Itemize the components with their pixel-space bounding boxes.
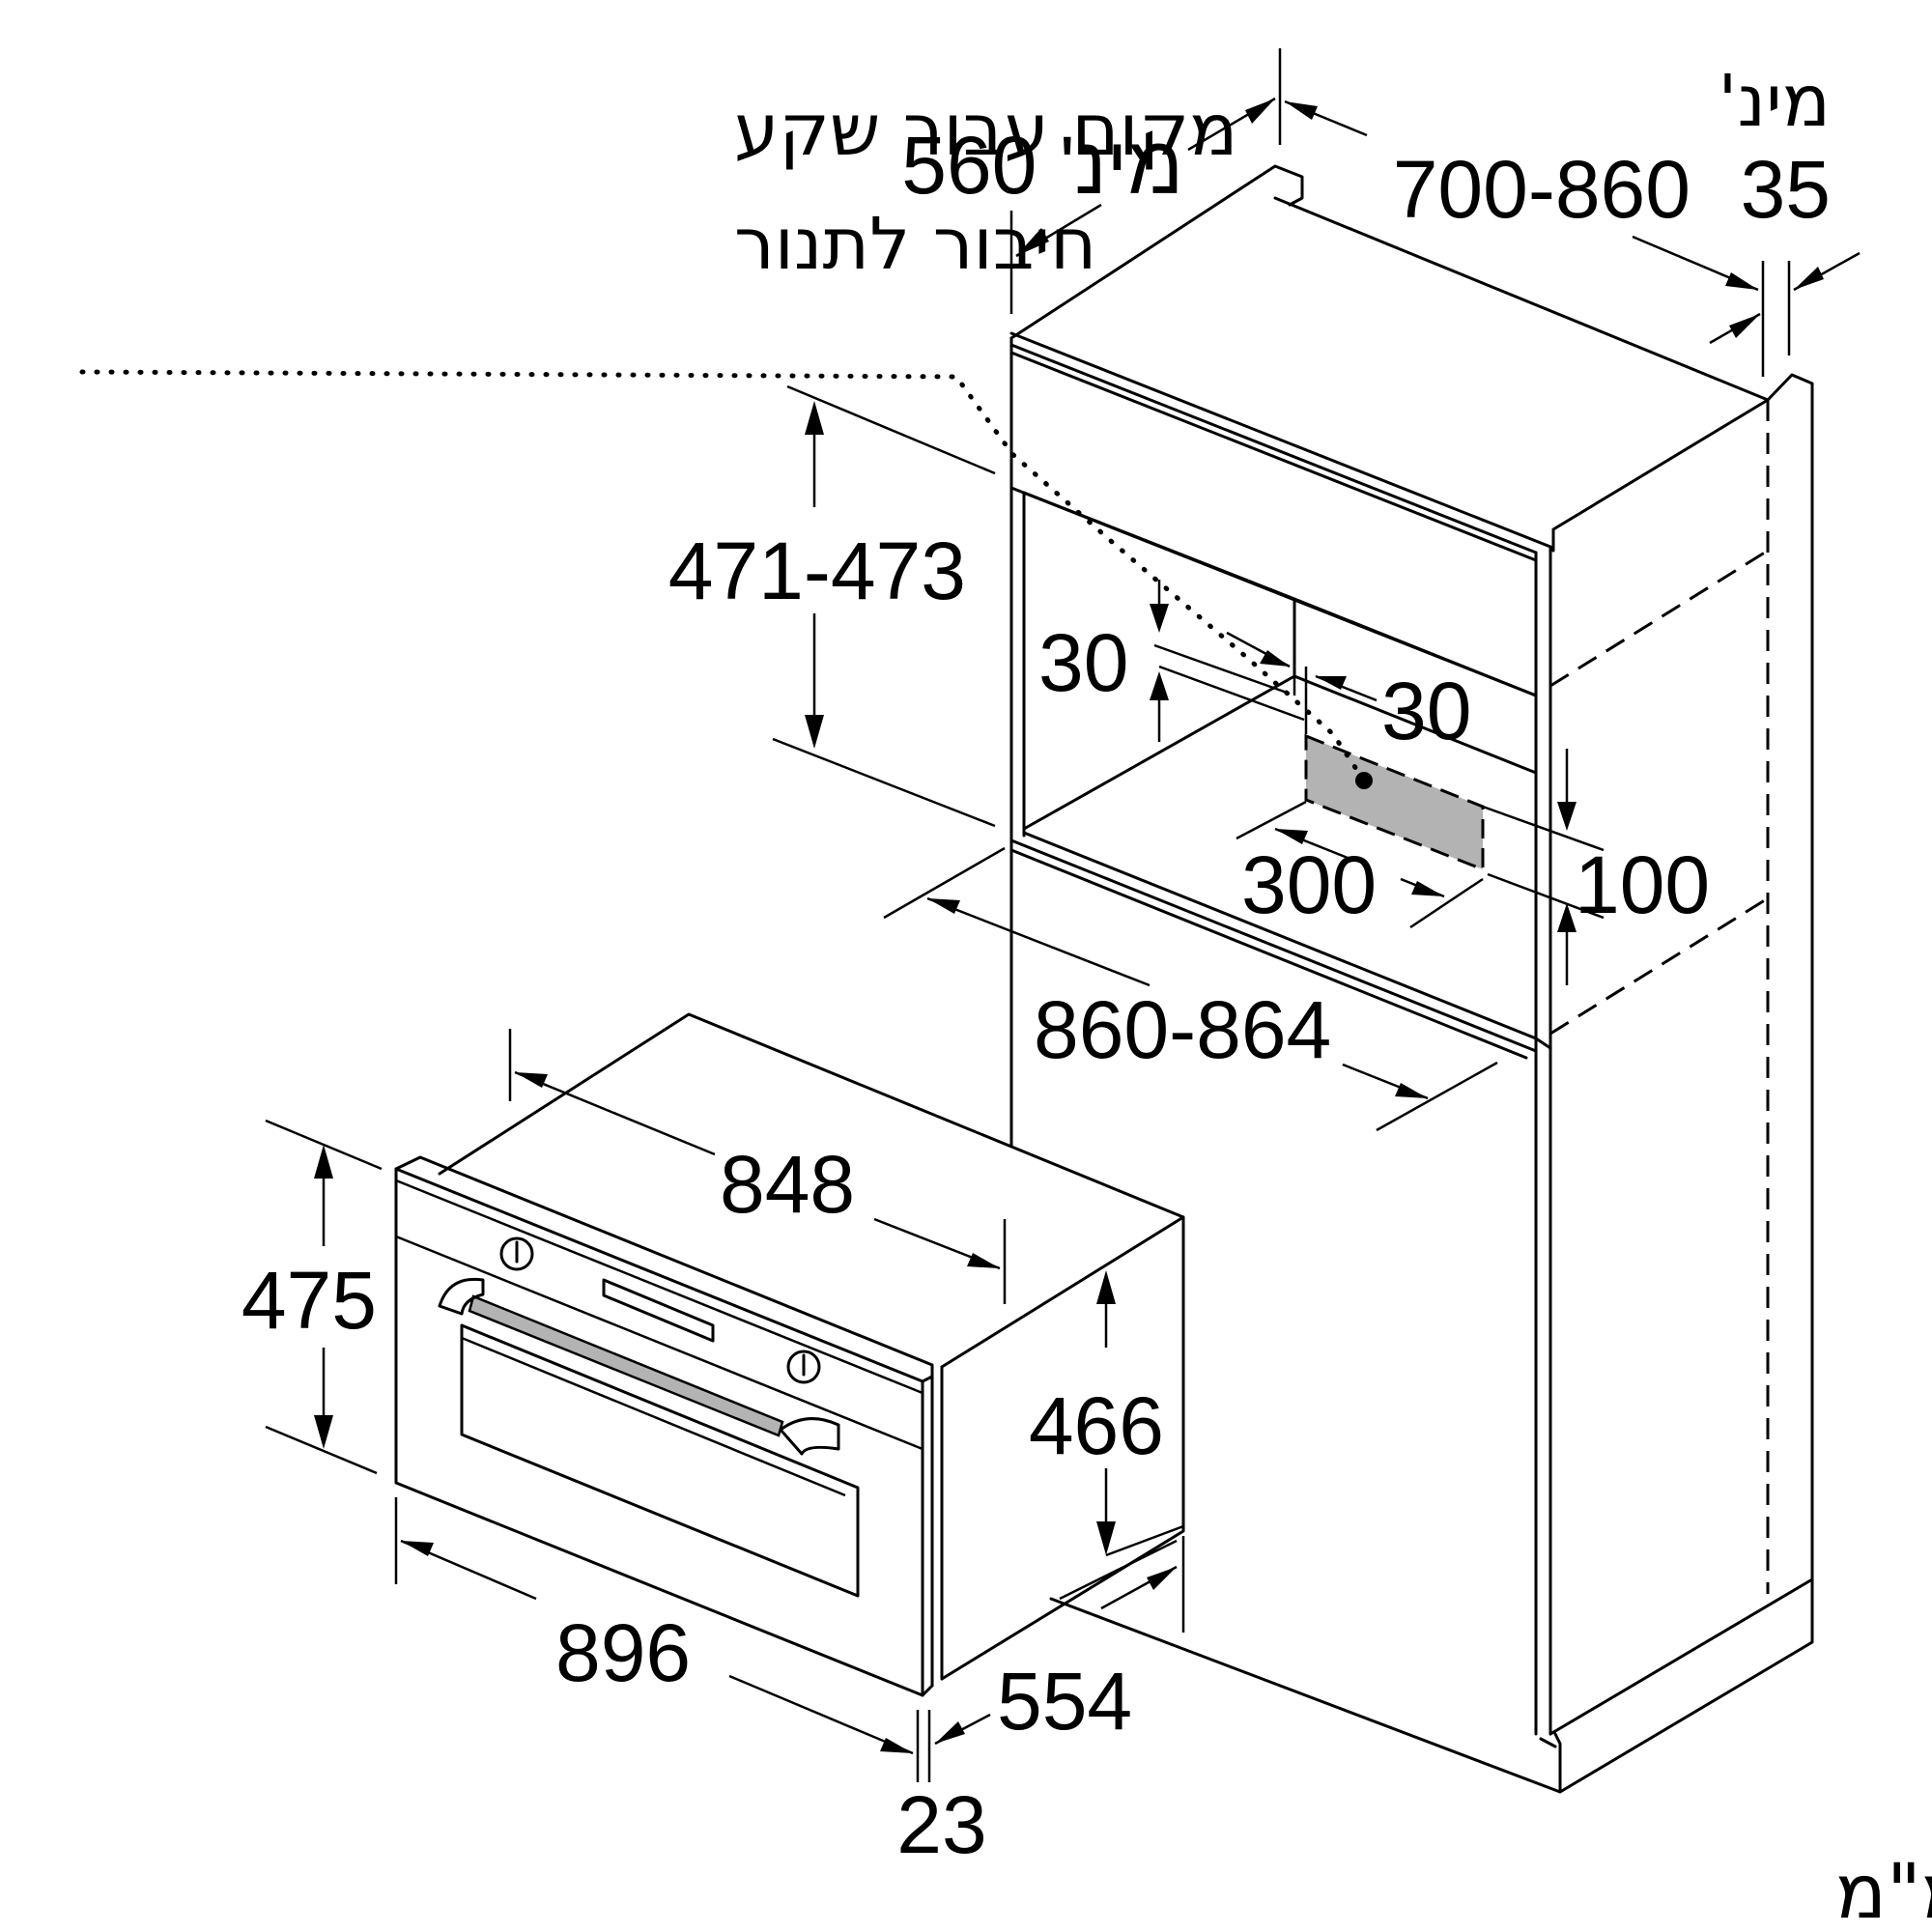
oven-handle xyxy=(468,1294,784,1437)
min-560-label: 560 'מינ xyxy=(901,120,1183,211)
socket-top-offset-label: 30 xyxy=(1038,617,1128,708)
oven-depth-label: 554 xyxy=(997,1656,1132,1747)
oven-body-height-label: 466 xyxy=(1029,1380,1164,1471)
min-35-label: 'מינ xyxy=(1718,60,1831,143)
cabinet xyxy=(1009,164,1814,1794)
oven-display xyxy=(602,1278,715,1343)
socket-side-offset-label: 30 xyxy=(1381,666,1471,756)
labels: מקום עבור שקע חיבור לתנור 560 'מינ 'מינ … xyxy=(242,60,1932,1932)
socket-leader-line xyxy=(79,369,1367,783)
niche-width-label: 860-864 xyxy=(1034,984,1331,1075)
socket-area xyxy=(79,369,1485,872)
oven-knob-left xyxy=(499,1236,534,1271)
depth-range-label: 700-860 xyxy=(1393,144,1690,235)
socket-label-line2: חיבור לתנור xyxy=(734,203,1096,286)
oven-knob-right xyxy=(786,1350,821,1384)
oven-front-height-label: 475 xyxy=(242,1255,377,1346)
front-thickness-label: 23 xyxy=(896,1779,986,1870)
oven-front-width-label: 896 xyxy=(555,1607,691,1698)
socket-height-label: 100 xyxy=(1575,839,1710,930)
socket-width-label: 300 xyxy=(1241,839,1377,930)
min-35-value: 35 xyxy=(1741,144,1831,235)
units-note: מידות במ"מ xyxy=(1835,1849,1932,1932)
niche-height-label: 471-473 xyxy=(668,526,966,616)
oven-door-window xyxy=(460,1323,860,1598)
dimension-lines xyxy=(265,48,1861,1782)
socket-label-line1: מקום עבור שקע xyxy=(734,89,1237,172)
oven-body-width-label: 848 xyxy=(720,1139,855,1230)
oven xyxy=(394,1012,1185,1697)
socket-zone xyxy=(1304,733,1485,872)
